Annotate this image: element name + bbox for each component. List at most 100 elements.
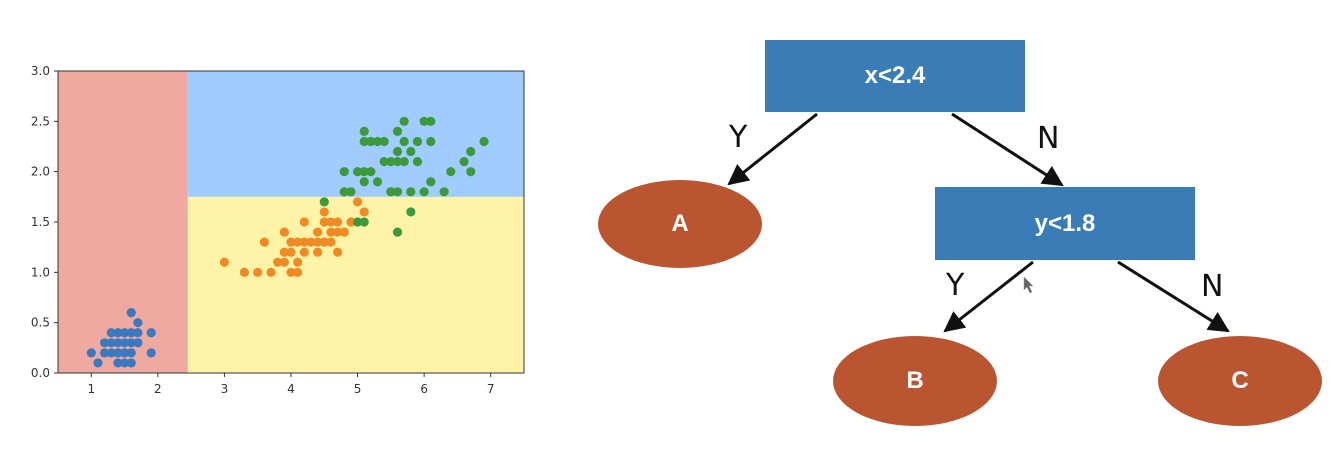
data-point: [372, 136, 383, 147]
data-point: [106, 348, 116, 358]
data-point: [386, 187, 396, 197]
data-point: [399, 157, 409, 167]
root-node: x<2.4: [765, 40, 1025, 112]
data-point: [126, 328, 136, 338]
x-tick-label: 7: [487, 382, 495, 396]
data-point: [459, 157, 469, 167]
data-point: [339, 167, 349, 177]
data-point: [392, 146, 403, 157]
data-point: [339, 187, 349, 197]
y-tick-label: 1.5: [31, 215, 50, 229]
data-point: [126, 308, 136, 318]
data-point: [313, 247, 323, 257]
data-point: [319, 217, 329, 227]
data-point: [339, 227, 349, 237]
data-point: [426, 116, 436, 126]
data-point: [293, 237, 303, 247]
data-point: [279, 227, 289, 237]
data-point: [399, 136, 409, 147]
x-tick-label: 6: [420, 382, 428, 396]
data-point: [119, 328, 130, 338]
data-point: [126, 338, 136, 348]
data-point: [406, 187, 416, 197]
data-point: [286, 267, 296, 277]
data-point: [279, 247, 289, 257]
data-point: [379, 157, 389, 167]
data-point: [412, 136, 423, 147]
data-point: [293, 267, 303, 277]
data-point: [372, 177, 383, 187]
data-point: [352, 167, 363, 177]
data-point: [286, 237, 296, 247]
data-point: [352, 197, 363, 207]
data-point: [119, 358, 130, 368]
data-point: [333, 227, 343, 237]
data-point: [412, 157, 423, 167]
data-point: [426, 177, 436, 187]
data-point: [273, 257, 283, 267]
y-tick-label: 3.0: [31, 64, 50, 78]
data-point: [446, 167, 456, 177]
data-point: [379, 136, 389, 147]
y-tick-label: 2.0: [31, 165, 50, 179]
data-point: [466, 146, 476, 157]
data-point: [133, 318, 143, 328]
data-point: [359, 136, 369, 147]
data-point: [119, 338, 130, 348]
data-point: [239, 267, 249, 277]
data-point: [146, 348, 156, 358]
data-point: [346, 217, 356, 227]
edge-label-no-child: N: [1201, 269, 1224, 304]
data-point: [326, 227, 336, 237]
data-point: [319, 197, 329, 207]
data-point: [113, 358, 123, 368]
data-point: [359, 177, 369, 187]
data-point: [326, 237, 336, 247]
data-point: [366, 136, 376, 147]
x-tick-label: 2: [154, 382, 162, 396]
leaf-c: C: [1158, 336, 1322, 426]
data-point: [299, 217, 309, 227]
edge-label-yes-root: Y: [729, 120, 748, 155]
data-point: [133, 328, 143, 338]
data-point: [386, 157, 396, 167]
x-tick-label: 1: [87, 382, 95, 396]
child-node: y<1.8: [935, 187, 1195, 260]
leaf-b: B: [833, 336, 997, 426]
data-point: [359, 167, 369, 177]
data-point: [146, 328, 156, 338]
points-layer: [86, 116, 489, 368]
data-point: [352, 217, 363, 227]
data-point: [392, 126, 403, 136]
data-point: [346, 187, 356, 197]
data-point: [106, 328, 116, 338]
data-point: [466, 167, 476, 177]
edge-label-no-root: N: [1037, 121, 1060, 156]
data-point: [299, 247, 309, 257]
data-point: [319, 207, 329, 217]
data-point: [113, 348, 123, 358]
data-point: [392, 187, 403, 197]
data-point: [279, 257, 289, 267]
data-point: [133, 338, 143, 348]
edge-child-to-c: [1117, 260, 1230, 333]
data-point: [119, 348, 130, 358]
data-point: [259, 237, 269, 247]
data-point: [426, 136, 436, 147]
data-point: [313, 227, 323, 237]
x-tick-label: 3: [221, 382, 229, 396]
data-point: [306, 237, 316, 247]
data-point: [86, 348, 96, 358]
data-point: [439, 187, 449, 197]
data-point: [266, 267, 276, 277]
data-point: [126, 348, 136, 358]
data-point: [333, 247, 343, 257]
leaf-a: A: [598, 180, 762, 268]
data-point: [359, 217, 369, 227]
data-point: [359, 207, 369, 217]
data-point: [359, 126, 369, 136]
data-point: [293, 257, 303, 267]
data-point: [406, 207, 416, 217]
data-point: [366, 167, 376, 177]
